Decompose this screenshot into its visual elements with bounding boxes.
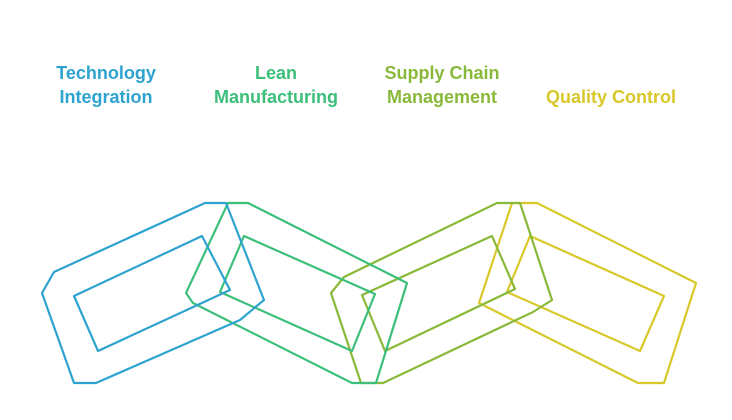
link-outline-supply [329,201,554,385]
link-inner-quality [505,234,666,353]
label-supply-chain-management: Supply Chain Management [377,61,507,109]
label-technology-integration: Technology Integration [46,61,166,109]
label-line: Integration [59,87,153,107]
link-outline-technology [40,201,266,385]
label-line: Quality Control [546,87,676,107]
link-inner-supply [360,234,517,353]
label-line: Management [386,87,498,107]
link-inner-technology [72,234,232,353]
link-outline-quality [477,201,698,385]
label-line: Supply Chain [384,63,500,83]
label-quality-control: Quality Control [536,85,686,109]
link-outline-lean [184,201,409,385]
chain-link-quality-control [477,201,698,385]
chain-link-lean-manufacturing [184,201,409,385]
label-line: Lean [254,63,297,83]
chain-link-supply-chain [329,201,554,385]
label-lean-manufacturing: Lean Manufacturing [206,61,346,109]
chain-link-technology-integration [40,201,266,385]
link-inner-lean [218,234,377,353]
label-line: Manufacturing [214,87,338,107]
label-line: Technology [56,63,156,83]
